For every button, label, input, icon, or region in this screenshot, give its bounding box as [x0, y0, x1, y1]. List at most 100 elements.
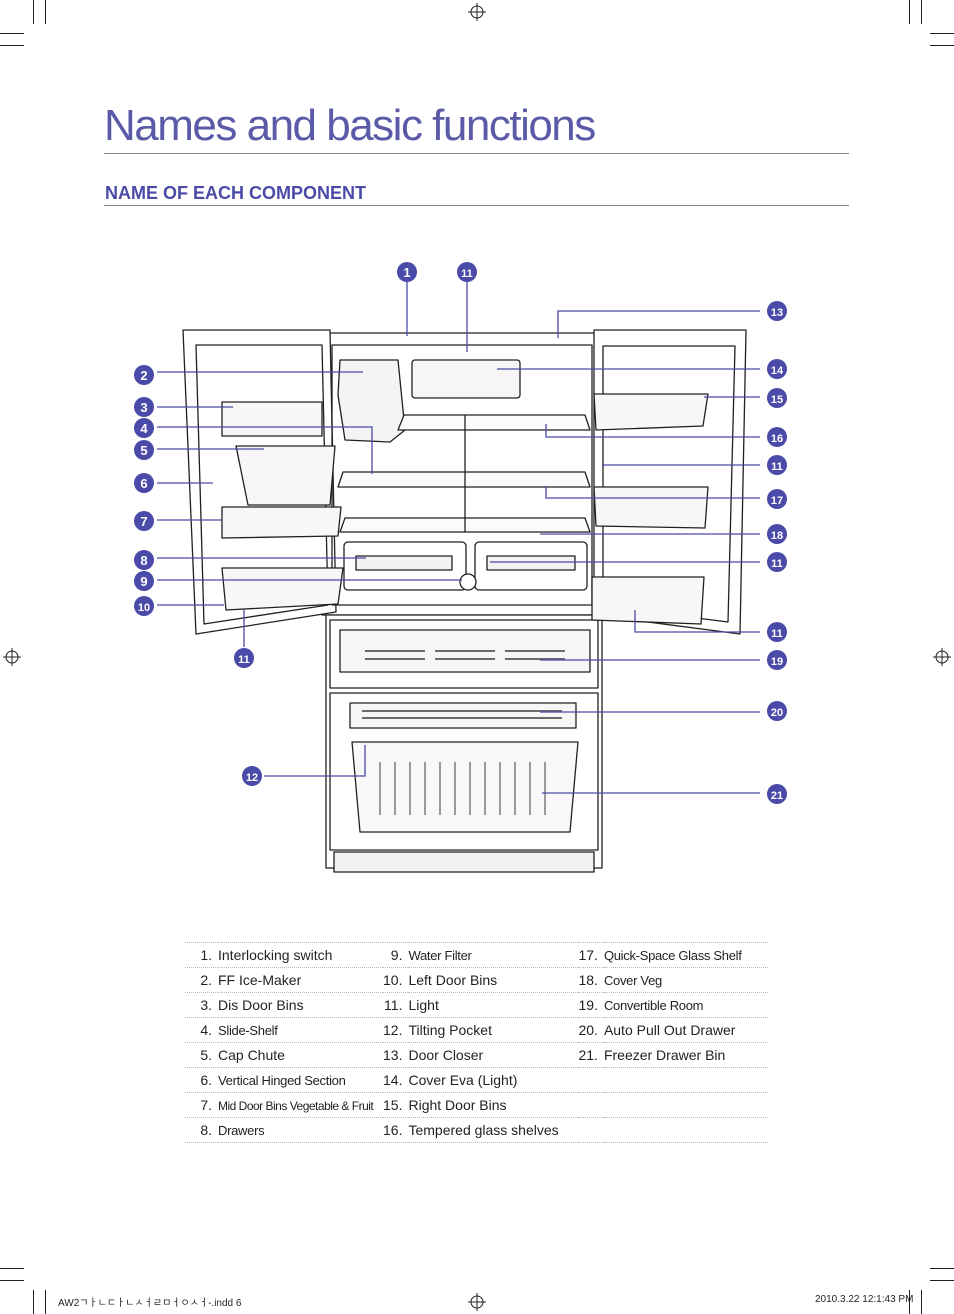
- legend-label: Right Door Bins: [408, 1097, 507, 1113]
- legend-label: Quick-Space Glass Shelf: [603, 948, 742, 963]
- callout-2: 2: [134, 365, 154, 385]
- component-legend: 1 Interlocking switch 9 Water Filter 17 …: [185, 942, 768, 1143]
- legend-label: Vertical Hinged Section: [218, 1073, 346, 1088]
- legend-label: Convertible Room: [603, 998, 704, 1013]
- callout-11-right-b: 11: [767, 552, 787, 572]
- callout-5: 5: [134, 440, 154, 460]
- section-heading: NAME OF EACH COMPONENT: [105, 183, 366, 203]
- callout-14: 14: [767, 359, 787, 379]
- callout-label: 4: [140, 421, 148, 436]
- legend-number: 9: [391, 947, 403, 963]
- callout-label: 11: [771, 461, 783, 473]
- legend-number: 20: [578, 1022, 597, 1038]
- legend-number: 18: [578, 972, 597, 988]
- callout-19: 19: [767, 650, 787, 670]
- legend-label: Dis Door Bins: [218, 997, 304, 1013]
- legend-number: 13: [383, 1047, 402, 1063]
- legend-number: 8: [200, 1122, 212, 1138]
- legend-number: 10: [383, 972, 402, 988]
- legend-label: Tilting Pocket: [408, 1022, 492, 1038]
- callout-11-right-c: 11: [767, 622, 787, 642]
- callout-3: 3: [134, 397, 154, 417]
- footer-timestamp: 2010.3.22 12:1:43 PM: [815, 1294, 914, 1305]
- legend-number: 15: [383, 1097, 402, 1113]
- callout-20: 20: [767, 701, 787, 721]
- legend-label: Auto Pull Out Drawer: [603, 1022, 736, 1038]
- legend-number: 6: [200, 1072, 212, 1088]
- callout-label: 10: [138, 602, 150, 614]
- legend-label: Left Door Bins: [408, 972, 498, 988]
- callout-9: 9: [134, 571, 154, 591]
- callout-11-left: 11: [234, 648, 254, 668]
- title-divider: [104, 153, 849, 154]
- callout-label: 9: [140, 574, 147, 589]
- callout-label: 6: [140, 476, 147, 491]
- legend-label: Light: [408, 997, 439, 1013]
- legend-number: 5: [200, 1047, 212, 1063]
- legend-number: 17: [578, 947, 597, 963]
- callout-label: 11: [771, 558, 783, 570]
- callout-label: 19: [771, 656, 783, 668]
- callout-17: 17: [767, 489, 787, 509]
- legend-label: Cap Chute: [218, 1047, 285, 1063]
- legend-number: 11: [384, 997, 402, 1013]
- callout-label: 2: [140, 368, 147, 383]
- callout-label: 1: [403, 265, 410, 280]
- legend-row: 4 Slide-Shelf 12 Tilting Pocket 20 Auto …: [185, 1017, 768, 1043]
- callout-12: 12: [242, 766, 262, 786]
- callout-label: 11: [461, 268, 473, 280]
- legend-number: 4: [200, 1022, 212, 1038]
- callout-label: 3: [140, 400, 147, 415]
- legend-label: Interlocking switch: [218, 947, 333, 963]
- legend-row: 7 Mid Door Bins Vegetable & Fruit 15 Rig…: [185, 1092, 768, 1118]
- callout-18: 18: [767, 524, 787, 544]
- legend-number: 19: [578, 997, 597, 1013]
- legend-label: Mid Door Bins Vegetable & Fruit: [218, 1099, 374, 1113]
- footer-filename: AW2ㄱㅏㄴㄷㅏㄴㅅㅓㄹㅁㅓㅇㅅㅓ-.indd 6: [58, 1298, 242, 1309]
- legend-row: 1 Interlocking switch 9 Water Filter 17 …: [185, 942, 768, 968]
- legend-row: 6 Vertical Hinged Section 14 Cover Eva (…: [185, 1067, 768, 1093]
- callout-label: 8: [140, 553, 147, 568]
- callout-label: 17: [771, 495, 783, 507]
- callout-4: 4: [134, 418, 154, 438]
- callout-15: 15: [767, 388, 787, 408]
- legend-row: 3 Dis Door Bins 11 Light 19 Convertible …: [185, 992, 768, 1018]
- callout-label: 11: [771, 628, 783, 640]
- callout-label: 16: [771, 433, 783, 445]
- legend-label: FF Ice-Maker: [218, 972, 302, 988]
- callout-label: 13: [771, 307, 783, 319]
- legend-label: Drawers: [218, 1123, 265, 1138]
- callout-label: 11: [238, 654, 250, 666]
- callout-label: 5: [140, 443, 147, 458]
- refrigerator-diagram: 1 11 13 2 14 3 15 4 16 5 11 6 17 7 18 8 …: [134, 262, 787, 873]
- callout-7: 7: [134, 511, 154, 531]
- callout-label: 20: [771, 707, 783, 719]
- callout-label: 7: [140, 514, 147, 529]
- legend-number: 16: [383, 1122, 402, 1138]
- legend-label: Water Filter: [408, 948, 472, 963]
- callout-1: 1: [397, 262, 417, 282]
- callout-8: 8: [134, 550, 154, 570]
- legend-label: Slide-Shelf: [218, 1023, 278, 1038]
- legend-row: 5 Cap Chute 13 Door Closer 21 Freezer Dr…: [185, 1042, 768, 1068]
- legend-label: Door Closer: [408, 1047, 484, 1063]
- callout-label: 18: [771, 530, 783, 542]
- legend-number: 7: [200, 1097, 212, 1113]
- callout-label: 15: [771, 394, 783, 406]
- legend-label: Freezer Drawer Bin: [603, 1047, 726, 1063]
- legend-number: 2: [200, 972, 212, 988]
- legend-number: 14: [383, 1072, 402, 1088]
- legend-label: Cover Veg: [603, 973, 662, 988]
- legend-number: 3: [200, 997, 212, 1013]
- callout-10: 10: [134, 596, 154, 616]
- callout-11-right-a: 11: [767, 455, 787, 475]
- legend-row: 2 FF Ice-Maker 10 Left Door Bins 18 Cove…: [185, 967, 768, 993]
- legend-number: 12: [383, 1022, 402, 1038]
- callout-label: 12: [246, 772, 258, 784]
- legend-number: 21: [578, 1047, 597, 1063]
- callout-6: 6: [134, 473, 154, 493]
- page-title: Names and basic functions: [104, 101, 596, 150]
- callout-label: 14: [771, 365, 784, 377]
- legend-row: 8 Drawers 16 Tempered glass shelves: [185, 1117, 768, 1143]
